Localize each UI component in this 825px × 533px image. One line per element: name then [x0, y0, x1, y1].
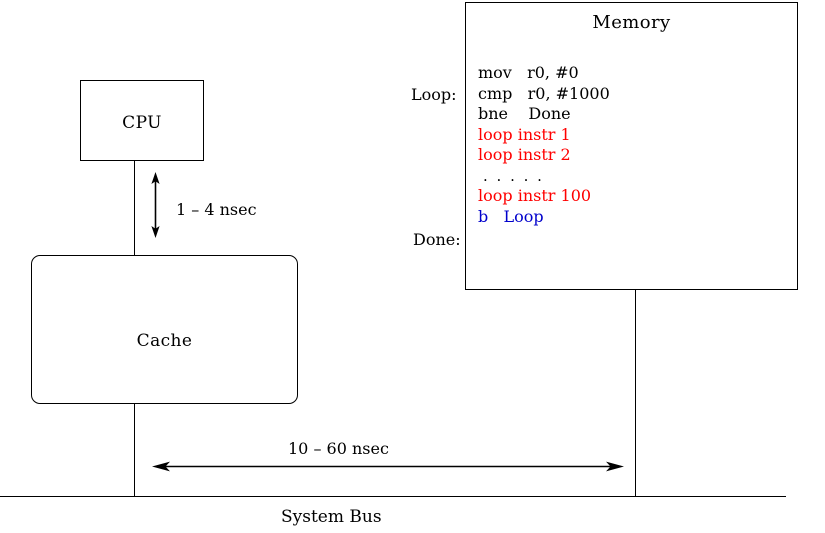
memory-block: Memory	[465, 2, 798, 290]
code-line-ellipsis: . . . . .	[483, 166, 544, 185]
bus-latency-label: 10 – 60 nsec	[288, 439, 389, 458]
cache-bus-connector	[134, 404, 136, 497]
code-line: loop instr 2	[478, 145, 571, 164]
system-bus-label: System Bus	[281, 507, 382, 527]
cpu-cache-connector	[134, 161, 136, 255]
code-line: b Loop	[478, 206, 544, 226]
code-line: mov r0, #0	[478, 63, 579, 82]
code-line: loop instr 100	[478, 186, 592, 205]
cpu-cache-latency-arrow	[151, 172, 160, 238]
bus-latency-arrow	[152, 461, 624, 472]
cache-block-label: Cache	[136, 331, 193, 351]
cpu-cache-latency-label: 1 – 4 nsec	[176, 200, 257, 219]
memory-block-label: Memory	[592, 12, 671, 33]
code-line: loop instr 1	[478, 124, 571, 144]
cache-block: Cache	[31, 255, 298, 404]
cpu-block: CPU	[80, 80, 204, 161]
code-line: bne Done	[478, 104, 571, 123]
code-label-loop: Loop:	[411, 85, 457, 104]
memory-code-listing: mov r0, #0 cmp r0, #1000 bne Done loop i…	[478, 63, 610, 227]
memory-bus-connector	[635, 290, 637, 497]
system-bus-line	[0, 496, 786, 498]
code-label-done: Done:	[413, 230, 461, 249]
cpu-block-label: CPU	[122, 113, 162, 133]
code-line: cmp r0, #1000	[478, 83, 610, 103]
